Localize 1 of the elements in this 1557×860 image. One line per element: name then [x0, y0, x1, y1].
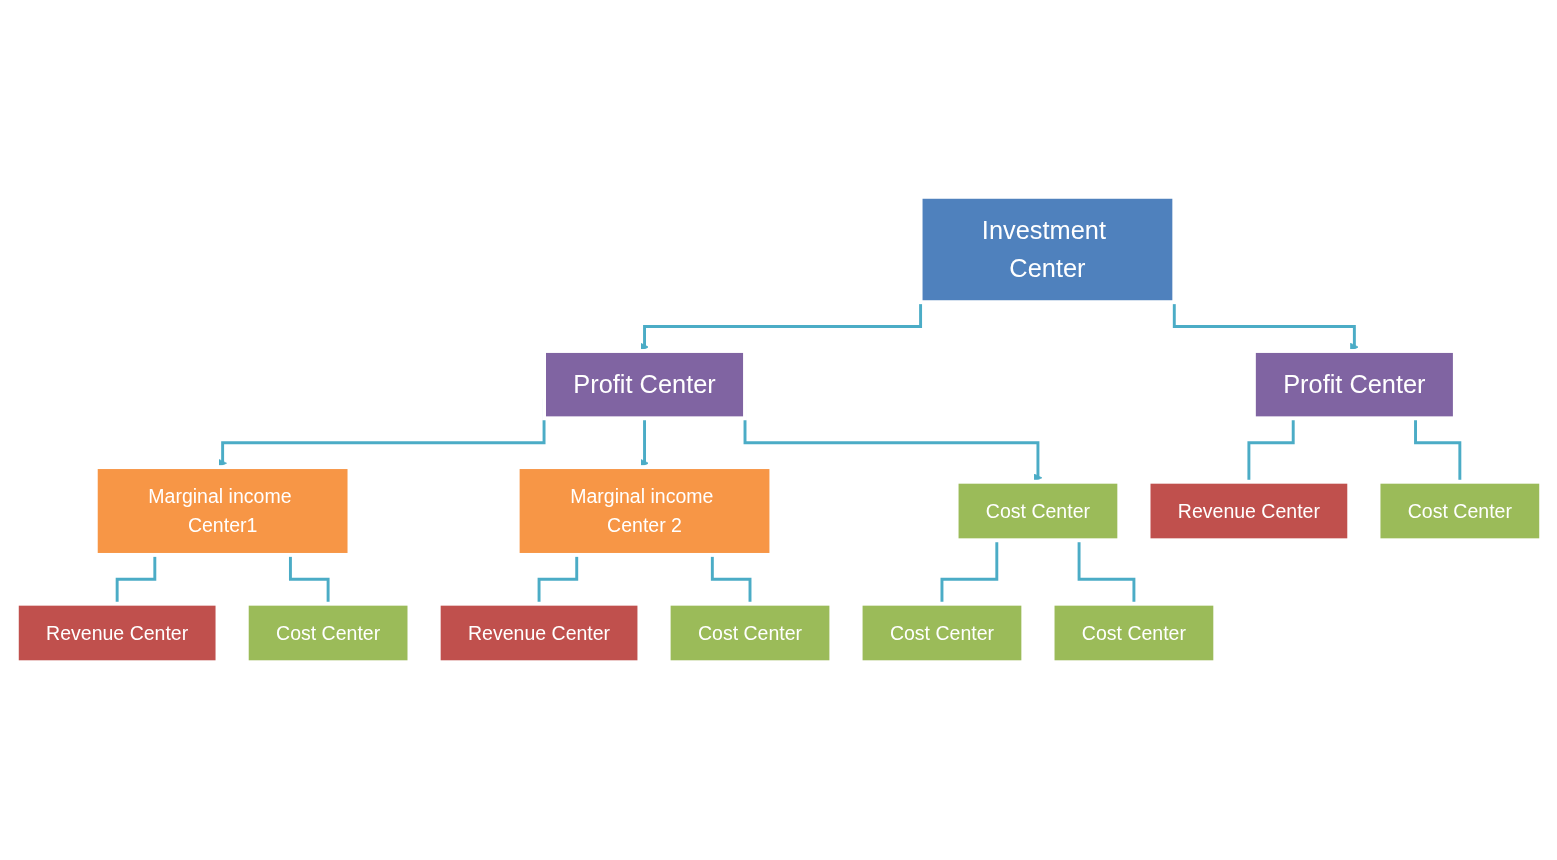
arrow [639, 418, 649, 468]
